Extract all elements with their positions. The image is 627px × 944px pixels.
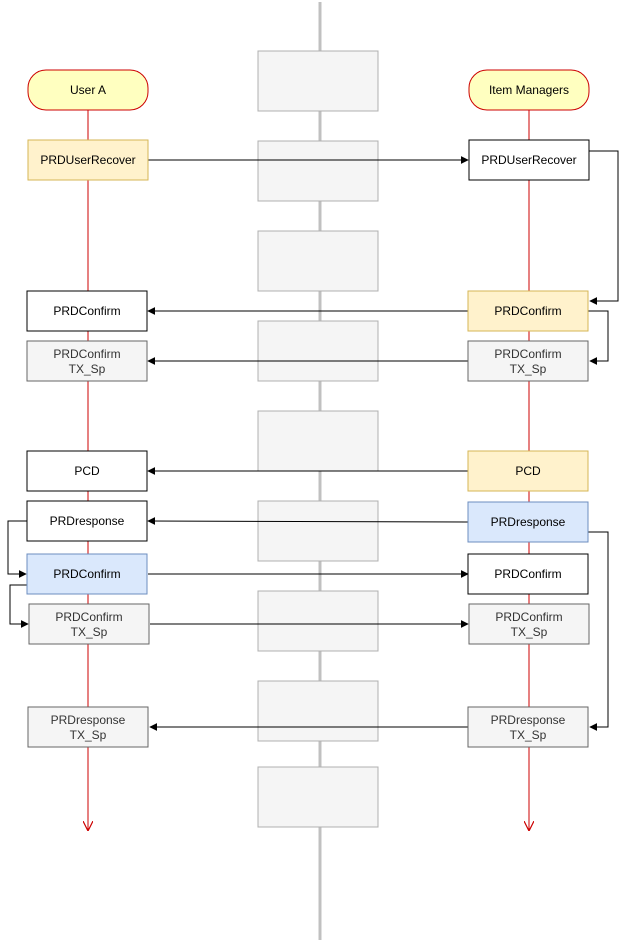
center-placeholder-boxes <box>257 50 379 828</box>
self-arrow-recover-to-confirm <box>589 150 619 305</box>
left-prdconfirm-tx-box: PRDConfirm TX_Sp <box>26 340 148 382</box>
box-shape <box>467 340 589 382</box>
placeholder-box <box>257 766 379 828</box>
placeholder-box <box>257 50 379 112</box>
box-label: PRDUserRecover <box>40 153 135 167</box>
box-shape <box>467 290 589 332</box>
actor-item-managers-label: Item Managers <box>489 83 569 97</box>
box-shape <box>27 69 149 111</box>
box-label: TX_Sp <box>69 362 106 376</box>
box-label: PCD <box>74 464 100 478</box>
box-label: PRDresponse <box>491 515 566 529</box>
box-shape <box>27 139 149 181</box>
box-label: PRDConfirm <box>53 347 120 361</box>
placeholder-box <box>257 140 379 202</box>
placeholder-box <box>257 230 379 292</box>
box-shape <box>467 553 589 595</box>
box-label: PCD <box>515 464 541 478</box>
box-label: PRDConfirm <box>53 567 120 581</box>
actor-user-a-label: User A <box>70 83 106 97</box>
box-shape <box>28 603 150 645</box>
right-prdresponse-box: PRDresponse <box>467 501 589 543</box>
right-prdconfirm-tx-2-box: PRDConfirm TX_Sp <box>468 603 590 645</box>
box-label: PRDUserRecover <box>481 153 576 167</box>
self-arrow-confirm-to-tx-2 <box>9 584 29 628</box>
message-arrows <box>7 150 619 731</box>
right-pcd-box: PCD <box>467 450 589 492</box>
self-arrow-response-to-tx <box>588 531 609 731</box>
left-prdconfirm-2-box: PRDConfirm <box>26 553 148 595</box>
left-prdconfirm-tx-2-box: PRDConfirm TX_Sp <box>28 603 150 645</box>
box-label: PRDConfirm <box>495 610 562 624</box>
box-shape <box>26 340 148 382</box>
box-shape <box>26 500 148 542</box>
box-label: TX_Sp <box>71 625 108 639</box>
box-label: PRDConfirm <box>53 304 120 318</box>
box-label: PRDConfirm <box>55 610 122 624</box>
box-label: PRDConfirm <box>494 567 561 581</box>
arrow-prdresponse <box>147 517 469 526</box>
box-shape <box>468 603 590 645</box>
left-pcd-box: PCD <box>26 450 148 492</box>
placeholder-box <box>257 320 379 382</box>
box-shape <box>26 553 148 595</box>
box-label: PRDresponse <box>50 514 125 528</box>
box-shape <box>467 706 589 748</box>
box-shape <box>26 450 148 492</box>
self-arrow-response-to-confirm <box>7 520 27 578</box>
box-label: PRDresponse <box>51 713 126 727</box>
box-label: PRDConfirm <box>494 304 561 318</box>
actor-user-a: User A <box>27 69 149 111</box>
box-label: PRDConfirm <box>494 347 561 361</box>
box-label: TX_Sp <box>511 625 548 639</box>
box-shape <box>468 139 590 181</box>
box-label: TX_Sp <box>510 728 547 742</box>
placeholder-box <box>257 500 379 562</box>
placeholder-box <box>257 410 379 472</box>
placeholder-box <box>257 680 379 742</box>
self-arrow-confirm-to-tx <box>588 310 609 365</box>
left-prdresponse-box: PRDresponse <box>26 500 148 542</box>
right-prdconfirm-tx-box: PRDConfirm TX_Sp <box>467 340 589 382</box>
placeholder-box <box>257 590 379 652</box>
right-prdconfirm-2-box: PRDConfirm <box>467 553 589 595</box>
box-shape <box>467 501 589 543</box>
left-prdconfirm-box: PRDConfirm <box>26 290 148 332</box>
box-shape <box>467 450 589 492</box>
right-prdresponse-tx-box: PRDresponse TX_Sp <box>467 706 589 748</box>
box-label: TX_Sp <box>510 362 547 376</box>
box-shape <box>26 290 148 332</box>
left-prduserrecover-box: PRDUserRecover <box>27 139 149 181</box>
box-label: TX_Sp <box>70 728 107 742</box>
box-shape <box>27 706 149 748</box>
box-shape <box>468 69 590 111</box>
left-prdresponse-tx-box: PRDresponse TX_Sp <box>27 706 149 748</box>
actor-item-managers: Item Managers <box>468 69 590 111</box>
right-prduserrecover-box: PRDUserRecover <box>468 139 590 181</box>
right-prdconfirm-box: PRDConfirm <box>467 290 589 332</box>
box-label: PRDresponse <box>491 713 566 727</box>
